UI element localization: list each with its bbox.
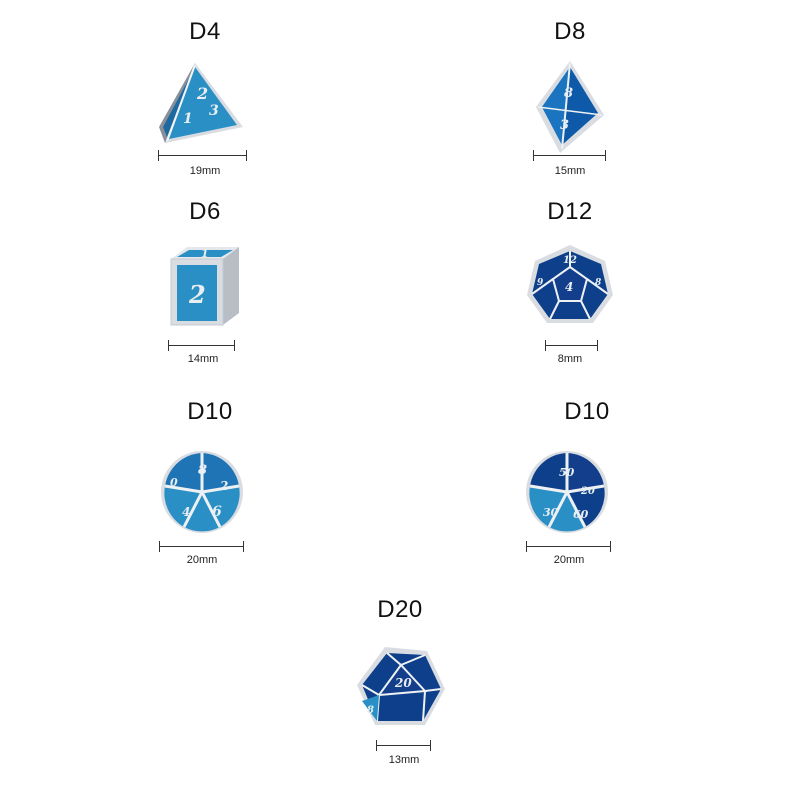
die-title: D12 [547, 198, 593, 225]
die-size: 15mm [554, 165, 586, 177]
svg-text:12: 12 [563, 255, 577, 266]
svg-text:8: 8 [564, 86, 573, 101]
svg-text:30: 30 [543, 506, 559, 519]
die-title: D6 [189, 198, 221, 225]
svg-text:2: 2 [196, 84, 208, 103]
d4-die-image: 2 3 1 [147, 57, 247, 149]
die-size: 19mm [189, 165, 221, 177]
measurement-ruler [376, 739, 431, 753]
die-size: 14mm [187, 353, 219, 365]
svg-text:1: 1 [183, 111, 193, 127]
svg-text:3: 3 [560, 118, 569, 133]
svg-text:8: 8 [595, 278, 602, 288]
svg-text:0: 0 [170, 476, 178, 489]
die-size: 20mm [553, 554, 585, 566]
svg-text:9: 9 [537, 278, 544, 288]
svg-text:2: 2 [219, 479, 228, 493]
die-size: 13mm [388, 754, 420, 766]
die-size: 8mm [557, 353, 583, 365]
measurement-ruler [526, 540, 611, 554]
measurement-ruler [159, 540, 244, 554]
d10-die-image: 50 20 60 30 [525, 450, 609, 534]
d12-die-image: 12 4 8 9 [525, 243, 615, 329]
d8-die-image: 8 3 [530, 57, 610, 157]
d10-card-left: D10 8 2 6 4 0 20mm [110, 395, 310, 575]
svg-text:60: 60 [573, 508, 589, 521]
d6-die-image: 1 2 [165, 243, 245, 335]
d10-card-right: D10 50 20 60 30 20mm [487, 395, 687, 575]
die-title: D20 [377, 596, 423, 623]
die-title: D10 [187, 398, 233, 425]
svg-text:8: 8 [198, 463, 207, 478]
d20-card: D20 20 8 13mm [300, 593, 500, 773]
die-title: D10 [564, 398, 610, 425]
d12-card: D12 12 4 8 9 8mm [470, 195, 670, 375]
die-size: 20mm [186, 554, 218, 566]
die-title: D8 [554, 18, 586, 45]
measurement-ruler [533, 149, 606, 163]
d4-card: D4 2 3 1 19mm [105, 15, 305, 195]
measurement-ruler [158, 149, 247, 163]
svg-text:20: 20 [394, 676, 412, 690]
svg-text:8: 8 [367, 705, 374, 716]
svg-text:6: 6 [212, 504, 222, 520]
measurement-ruler [168, 339, 235, 353]
svg-text:2: 2 [188, 280, 206, 309]
die-title: D4 [189, 18, 221, 45]
svg-text:50: 50 [559, 466, 575, 479]
svg-text:3: 3 [209, 103, 219, 119]
svg-text:4: 4 [565, 280, 573, 294]
d20-die-image: 20 8 [355, 645, 447, 729]
d6-card: D6 1 2 14mm [105, 195, 305, 375]
svg-text:1: 1 [201, 247, 209, 260]
d10-die-image: 8 2 6 4 0 [160, 450, 244, 534]
svg-text:20: 20 [580, 486, 595, 497]
svg-text:4: 4 [182, 505, 190, 519]
measurement-ruler [545, 339, 598, 353]
d8-card: D8 8 3 15mm [470, 15, 670, 195]
